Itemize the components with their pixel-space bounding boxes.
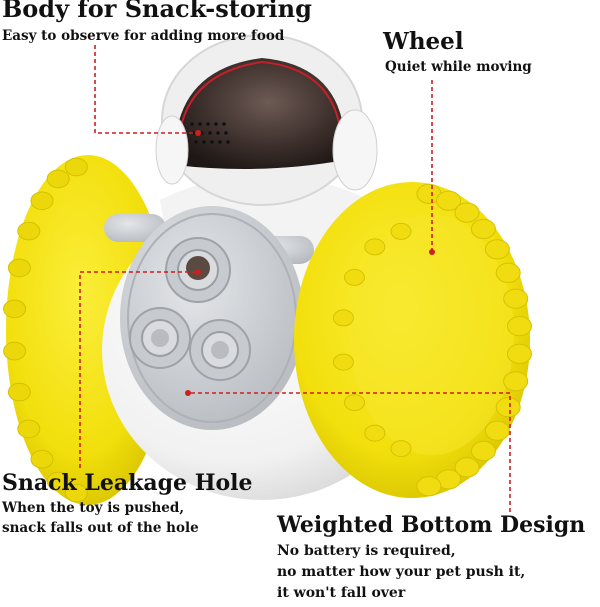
wheel-knob [507, 316, 532, 337]
vent-hole [214, 122, 218, 126]
bottom-callout-desc-line: no matter how your pet push it, [277, 564, 526, 580]
wheel-knob [470, 218, 496, 240]
leader-bottom-dot [185, 390, 191, 396]
body-callout-desc: Easy to observe for adding more food [2, 28, 285, 44]
wheel-knob [390, 222, 412, 240]
wheel-knob [7, 382, 31, 402]
snack-storage-head [155, 34, 378, 206]
wheel-knob [30, 191, 54, 211]
leader-wheel-dot [429, 249, 435, 255]
wheel-knob [390, 440, 412, 458]
vent-hole [226, 140, 230, 144]
leak-callout-desc-line: When the toy is pushed, [2, 500, 185, 516]
vent-hole [210, 140, 214, 144]
wheel-knob [364, 238, 386, 256]
bottom-callout-desc-line: it won't fall over [277, 585, 406, 601]
front-panel [120, 206, 304, 430]
vent-hole [200, 131, 204, 135]
wheel-knob [454, 457, 480, 478]
body-callout-title: Body for Snack-storing [2, 0, 312, 23]
right-wheel [294, 182, 532, 498]
leader-leak [79, 271, 196, 468]
leader-lines [79, 45, 511, 512]
vent-hole [222, 122, 226, 126]
wheel-knob [3, 341, 27, 361]
vent-hole [190, 122, 194, 126]
bottom-callout-desc-line: No battery is required, [277, 543, 456, 559]
leader-bottom [190, 392, 511, 512]
vent-hole [224, 131, 228, 135]
wheel-knob [495, 262, 521, 283]
wheel-callout-desc: Quiet while moving [385, 59, 532, 75]
wheel-knob [470, 440, 496, 462]
leader-body [94, 45, 196, 134]
vent-hole [198, 122, 202, 126]
wheel-knob [3, 299, 27, 319]
vent-hole [218, 140, 222, 144]
wheel-knob [7, 258, 31, 278]
wheel-knob [332, 309, 354, 327]
vent-hole [202, 140, 206, 144]
wheel-callout-title: Wheel [383, 28, 464, 55]
wheel-knob [46, 169, 70, 189]
leak-callout-desc-line: snack falls out of the hole [2, 520, 199, 536]
vent-hole [216, 131, 220, 135]
wheel-knob [17, 419, 41, 439]
vent-hole [206, 122, 210, 126]
wheel-knob [344, 394, 365, 412]
wheel-knob [364, 424, 386, 442]
vent-hole [194, 140, 198, 144]
wheel-knob [484, 420, 510, 441]
wheel-knob [30, 449, 54, 469]
wheel-knob [495, 397, 521, 418]
wheel-knob [344, 268, 365, 286]
vent-hole [208, 131, 212, 135]
wheel-knob [17, 221, 41, 241]
wheel-knob [64, 483, 88, 503]
bottom-callout-title: Weighted Bottom Design [277, 512, 586, 538]
wheel-knob [503, 371, 529, 392]
vent-hole [192, 131, 196, 135]
wheel-knob [46, 471, 70, 491]
leak-callout-title: Snack Leakage Hole [2, 470, 253, 496]
wheel-knob [64, 157, 88, 177]
wheel-knob [332, 353, 354, 371]
wheel-knob [436, 190, 462, 211]
wheel-knob [454, 202, 480, 223]
wheel-knob [484, 239, 510, 260]
wheel-knob [416, 476, 442, 497]
leader-body-dot [195, 130, 201, 136]
wheel-knob [507, 343, 532, 364]
leader-leak-dot [195, 269, 201, 275]
wheel-knob [503, 288, 529, 309]
